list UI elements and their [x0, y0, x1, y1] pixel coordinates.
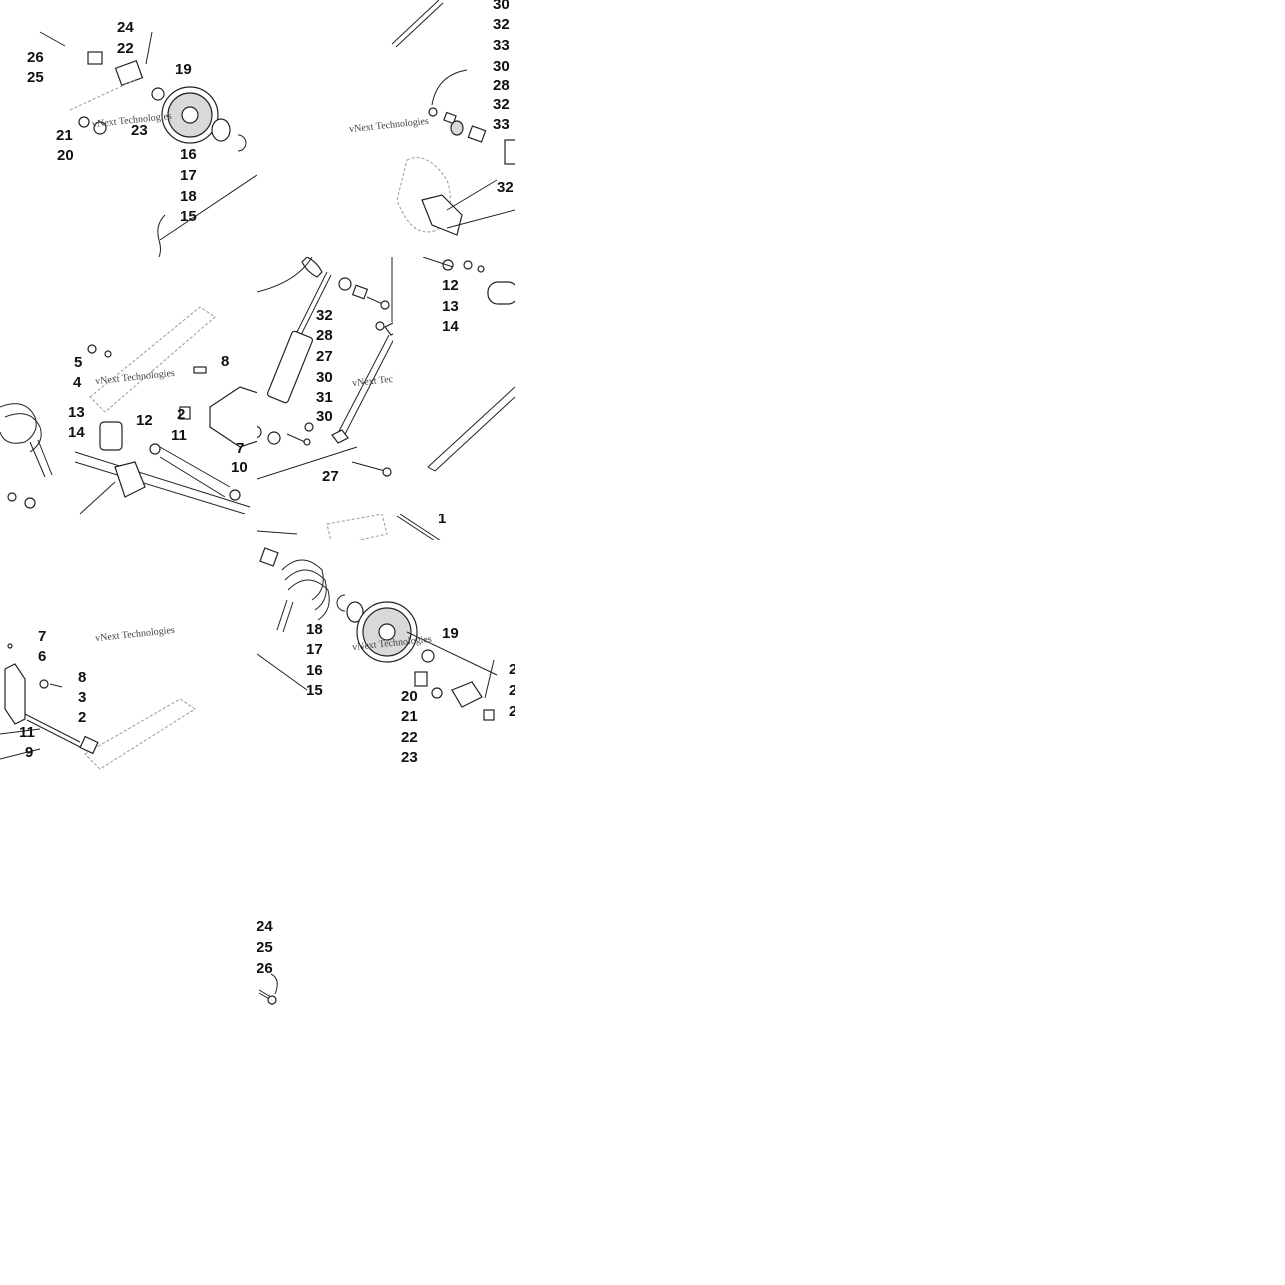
idler-wheel-lower-drawing — [257, 547, 498, 721]
callout-label: 19 — [442, 625, 459, 642]
callout-label: 23 — [131, 122, 148, 139]
callout-label: 17 — [306, 641, 323, 658]
callout-label: 32 — [493, 16, 510, 33]
callout-label: 25 — [27, 69, 44, 86]
callout-label: 13 — [442, 298, 459, 315]
callout-label: 14 — [442, 318, 459, 335]
callout-label: 7 — [38, 628, 47, 645]
callout-label: 15 — [180, 208, 197, 225]
callout-label: 1 — [438, 514, 447, 527]
callout-label: 5 — [74, 354, 83, 371]
callout-label: 2 — [78, 709, 87, 726]
tile-front-arm: vNext Technologies 5 4 8 13 12 14 2 11 7… — [0, 257, 257, 514]
callout-label: 27 — [322, 468, 339, 485]
callout-label: 3 — [78, 689, 87, 706]
callout-label: 26 — [257, 960, 273, 977]
callout-label: 11 — [171, 427, 187, 444]
callout-label: 7 — [236, 440, 245, 457]
callout-label: 18 — [180, 188, 197, 205]
idler-wheel-drawing — [39, 31, 257, 257]
rear-bracket-drawing — [391, 0, 515, 236]
callout-label: 12 — [442, 277, 459, 294]
callout-label: 32 — [316, 307, 333, 324]
rear-shaft-drawing — [422, 257, 515, 472]
callout-label: 24 — [117, 19, 134, 36]
tile-rear-bracket: vNext Technologies 30 32 33 30 28 32 33 … — [257, 0, 515, 257]
callout-label: 20 — [57, 147, 74, 164]
lower-arm-drawing — [0, 643, 196, 770]
tile-idler-wheel-upper: vNext Technologies 24 22 26 25 19 21 23 … — [0, 0, 257, 257]
callout-label: 15 — [306, 682, 323, 699]
callout-label: 21 — [56, 127, 73, 144]
callout-label: 30 — [493, 58, 510, 75]
callout-label: 31 — [316, 389, 333, 406]
callout-label: 33 — [493, 116, 510, 133]
callout-label: 12 — [136, 412, 153, 429]
callout-label: 16 — [306, 662, 323, 679]
callout-label: 30 — [493, 0, 510, 13]
callout-label: 11 — [19, 724, 35, 741]
callout-label: 2 — [509, 661, 515, 678]
callout-label: 25 — [257, 939, 273, 956]
callout-label: 32 — [497, 179, 514, 196]
callout-label: 33 — [493, 37, 510, 54]
callout-label: 20 — [401, 688, 418, 705]
tile-idler-wheel-lower: vNext Technologies 18 17 16 15 19 20 21 … — [257, 540, 515, 771]
callout-label: 30 — [316, 369, 333, 386]
callout-label: 2 — [509, 703, 515, 720]
callout-label: 26 — [27, 49, 44, 66]
callout-label: 18 — [306, 621, 323, 638]
callout-label: 28 — [316, 327, 333, 344]
callout-label: 28 — [493, 77, 510, 94]
shock-linkage-drawing — [257, 257, 450, 480]
callout-label: 13 — [68, 404, 85, 421]
callout-label: 24 — [257, 918, 273, 935]
callout-label: 9 — [25, 744, 34, 761]
callout-label: 27 — [316, 348, 333, 365]
callout-label: 16 — [180, 146, 197, 163]
callout-label: 10 — [231, 459, 248, 476]
bolt-detail-drawing — [258, 973, 278, 1005]
front-arm-drawing — [0, 306, 257, 514]
callout-label: 32 — [493, 96, 510, 113]
callout-label: 23 — [401, 749, 418, 766]
callout-label: 19 — [175, 61, 192, 78]
callout-label: 6 — [38, 648, 47, 665]
callout-label: 21 — [401, 708, 418, 725]
tile-bolt-detail: 24 25 26 — [257, 915, 297, 1010]
callout-label: 8 — [78, 669, 87, 686]
callout-label: 2 — [177, 406, 186, 423]
callout-label: 14 — [68, 424, 85, 441]
tile-rear-shaft: 12 13 14 — [393, 257, 515, 514]
callout-label: 22 — [401, 729, 418, 746]
callout-label: 8 — [221, 353, 230, 370]
tile-lower-arm-detail: vNext Technologies 7 6 8 3 2 11 9 — [0, 574, 257, 771]
callout-label: 22 — [117, 40, 134, 57]
callout-label: 30 — [316, 408, 333, 425]
callout-label: 2 — [509, 682, 515, 699]
callout-label: 17 — [180, 167, 197, 184]
callout-label: 4 — [73, 374, 82, 391]
